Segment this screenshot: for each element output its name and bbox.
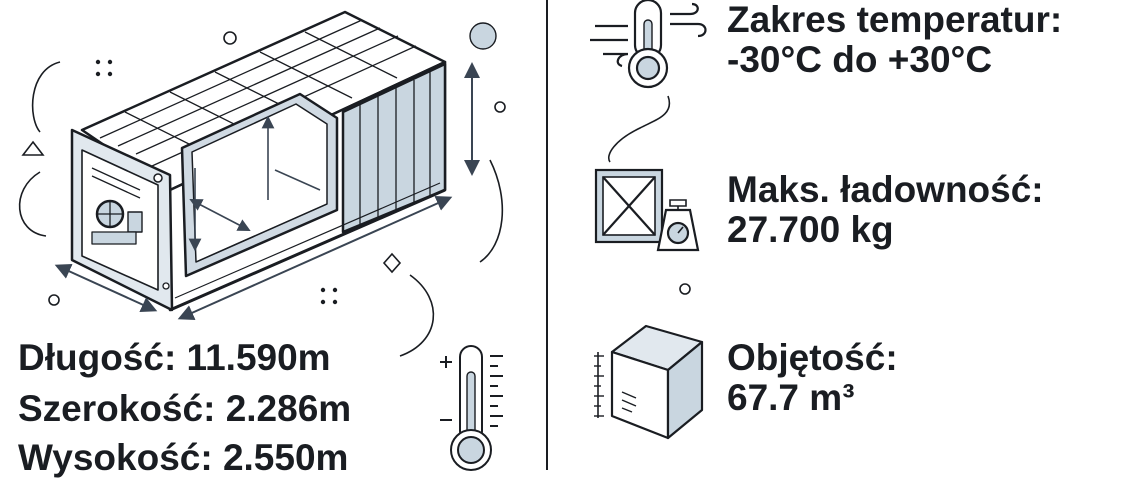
payload-label: Maks. ładowność: bbox=[727, 169, 1044, 210]
cube-icon bbox=[594, 324, 704, 440]
height-label: Wysokość: 2.550m bbox=[18, 437, 349, 478]
length-label: Długość: 11.590m bbox=[18, 337, 331, 378]
volume-label: Objętość: bbox=[727, 337, 898, 378]
width-label: Szerokość: 2.286m bbox=[18, 388, 352, 429]
temperature-label: Zakres temperatur: bbox=[727, 0, 1063, 40]
volume-value: 67.7 m³ bbox=[727, 377, 855, 418]
payload-value: 27.700 kg bbox=[727, 209, 894, 250]
decorative-doodles bbox=[18, 22, 691, 357]
temperature-value: -30°C do +30°C bbox=[727, 39, 993, 80]
payload-spec: Maks. ładowność: 27.700 kg bbox=[727, 170, 1044, 250]
thermometer-wind-icon bbox=[590, 0, 707, 89]
reefer-container-illustration bbox=[70, 10, 447, 312]
crate-scale-icon bbox=[594, 168, 700, 252]
outer-dimension-arrows bbox=[54, 62, 480, 321]
thermometer-scale-icon bbox=[440, 345, 503, 471]
volume-spec: Objętość: 67.7 m³ bbox=[727, 338, 898, 418]
temperature-spec: Zakres temperatur: -30°C do +30°C bbox=[727, 0, 1062, 80]
